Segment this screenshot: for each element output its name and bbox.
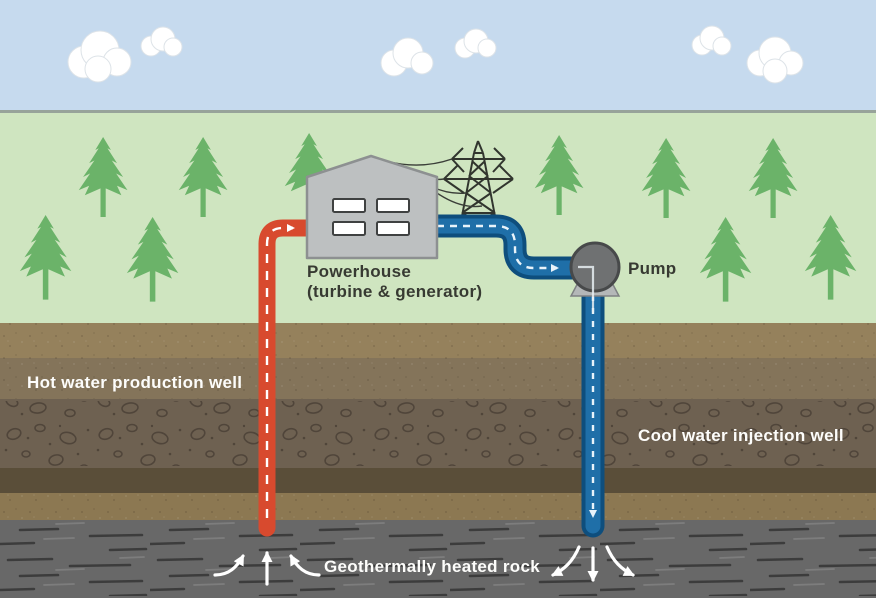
cloud-icon <box>746 36 804 84</box>
hot-water-pipe <box>258 219 317 537</box>
cloud-icon <box>454 28 497 59</box>
sky <box>0 0 876 112</box>
soil-layers <box>0 323 876 605</box>
window <box>376 221 410 236</box>
injection-arrows-down <box>551 545 635 582</box>
soil-layer-1-texture <box>0 323 876 358</box>
cloud-icon <box>67 30 132 83</box>
soil-layer-2-texture <box>0 358 876 399</box>
rock-texture <box>0 522 876 596</box>
hot-flow-dashes <box>265 224 295 518</box>
horizon-line <box>0 110 876 113</box>
cloud-icon <box>140 26 183 57</box>
bottom-margin <box>0 598 876 605</box>
hot-well-label: Hot water production well <box>27 373 242 392</box>
cloud-icon <box>380 37 434 77</box>
powerhouse-label-line1: Powerhouse <box>307 262 411 281</box>
pump-icon <box>569 241 621 312</box>
window <box>332 221 366 236</box>
heat-arrows-up <box>213 551 321 586</box>
soil-layer-4 <box>0 468 876 493</box>
window <box>332 198 366 213</box>
powerhouse-building <box>305 154 439 260</box>
heated-rock-label: Geothermally heated rock <box>324 557 540 576</box>
cool-well-label: Cool water injection well <box>638 426 844 445</box>
pump-internal-pipe <box>578 265 595 312</box>
powerhouse-label-line2: (turbine & generator) <box>307 282 482 301</box>
window <box>376 198 410 213</box>
pebble-texture <box>0 401 876 466</box>
pump-label: Pump <box>628 259 676 278</box>
cool-flow-dashes-upper <box>437 224 559 272</box>
cool-water-pipe-upper <box>437 214 574 280</box>
soil-layer-5-texture <box>0 493 876 520</box>
cloud-icon <box>691 25 732 56</box>
pump-body <box>569 241 621 293</box>
